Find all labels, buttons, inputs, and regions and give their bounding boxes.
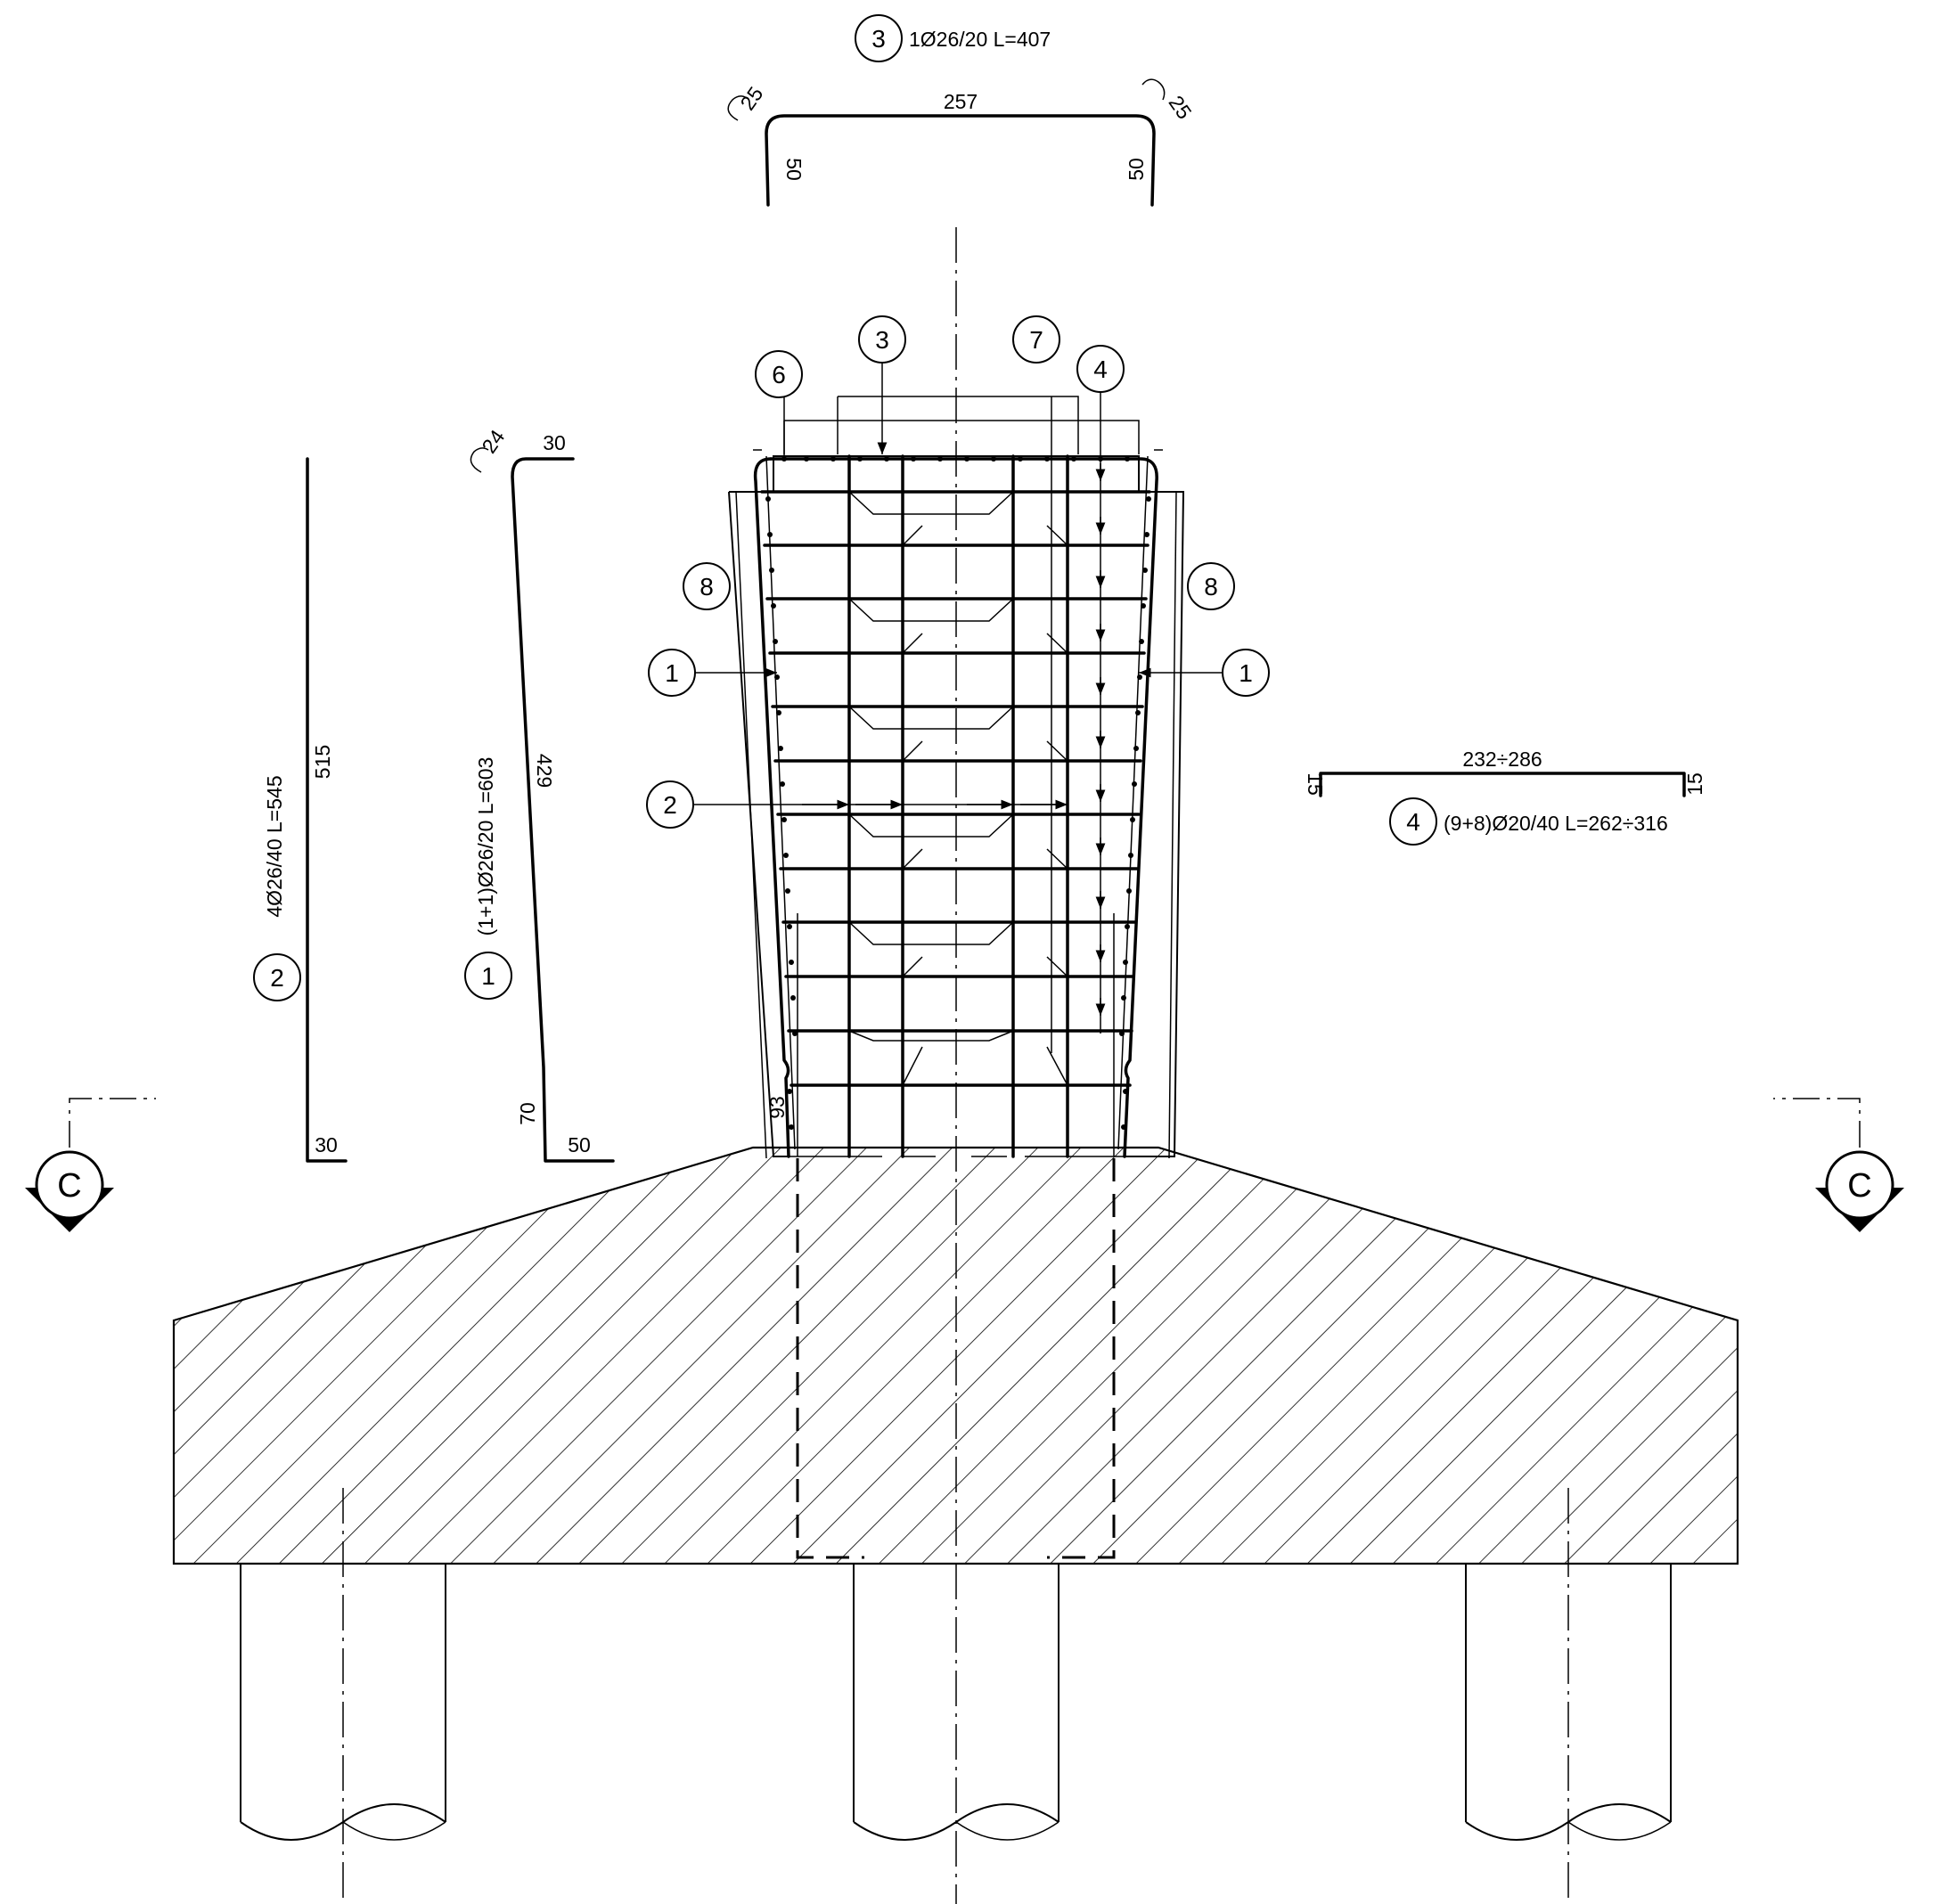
pile-left — [240, 1488, 446, 1904]
svg-text:C: C — [57, 1167, 81, 1205]
callout-2-column: 2 — [646, 780, 1068, 829]
svg-text:(1+1)Ø26/20 L=603: (1+1)Ø26/20 L=603 — [474, 757, 497, 936]
svg-text:50: 50 — [1125, 158, 1148, 181]
svg-text:30: 30 — [543, 431, 566, 454]
svg-text:25: 25 — [735, 82, 767, 114]
starter-bars — [796, 1158, 1116, 1559]
callout-7: 7 — [1012, 315, 1060, 364]
pier-column — [728, 392, 1185, 1159]
callout-1-left: 1 — [648, 649, 777, 697]
bar-dots — [765, 456, 1151, 1130]
callout-8-right: 8 — [1187, 562, 1235, 610]
svg-text:8: 8 — [700, 573, 714, 601]
svg-text:232÷286: 232÷286 — [1462, 748, 1542, 771]
svg-text:15: 15 — [1683, 772, 1706, 796]
svg-text:(9+8)Ø20/40 L=262÷316: (9+8)Ø20/40 L=262÷316 — [1444, 812, 1668, 835]
svg-text:257: 257 — [944, 90, 978, 113]
svg-text:8: 8 — [1204, 573, 1218, 601]
svg-text:50: 50 — [782, 158, 806, 181]
svg-text:6: 6 — [772, 361, 786, 388]
callout-3-column: 3 — [858, 315, 906, 454]
svg-text:50: 50 — [568, 1133, 591, 1156]
svg-text:7: 7 — [1029, 326, 1043, 354]
svg-text:515: 515 — [311, 745, 334, 779]
bar-3-shape: 3 1Ø26/20 L=407 257 25 25 50 50 — [727, 14, 1197, 207]
horizontal-ties — [760, 490, 1151, 1087]
svg-text:1Ø26/20 L=407: 1Ø26/20 L=407 — [909, 28, 1051, 51]
svg-text:429: 429 — [533, 754, 556, 788]
section-mark-left: C — [25, 1098, 156, 1232]
svg-text:15: 15 — [1304, 772, 1327, 796]
pile-right — [1465, 1488, 1672, 1904]
bar-1-shape: 30 24 429 70 50 (1+1)Ø26/20 L=603 1 — [464, 425, 615, 1163]
callout-8-left: 8 — [683, 562, 731, 610]
svg-text:2: 2 — [270, 964, 284, 992]
svg-text:24: 24 — [477, 425, 509, 457]
svg-text:1: 1 — [481, 962, 495, 990]
svg-text:4: 4 — [1093, 355, 1108, 383]
bar-2-shape: 515 30 4Ø26/40 L=545 2 — [253, 457, 348, 1163]
svg-text:1: 1 — [665, 659, 679, 687]
callout-4-column: 4 — [1076, 345, 1125, 393]
svg-text:2: 2 — [663, 791, 677, 819]
svg-text:3: 3 — [871, 25, 886, 53]
svg-text:4: 4 — [1406, 808, 1420, 836]
svg-text:30: 30 — [315, 1133, 338, 1156]
svg-text:1: 1 — [1239, 659, 1253, 687]
callout-6: 6 — [755, 350, 803, 456]
svg-text:25: 25 — [1165, 91, 1197, 123]
crossties — [848, 491, 1068, 1086]
svg-text:4Ø26/40 L=545: 4Ø26/40 L=545 — [263, 775, 286, 917]
svg-text:70: 70 — [516, 1102, 539, 1125]
section-mark-right: C — [1773, 1098, 1904, 1232]
cover-dimension: 93 — [765, 1096, 789, 1119]
bar-4-shape: 232÷286 15 15 4 (9+8)Ø20/40 L=262÷316 — [1304, 748, 1706, 846]
svg-text:3: 3 — [875, 326, 889, 354]
callout-1-right: 1 — [1139, 649, 1270, 697]
svg-text:C: C — [1847, 1167, 1871, 1205]
